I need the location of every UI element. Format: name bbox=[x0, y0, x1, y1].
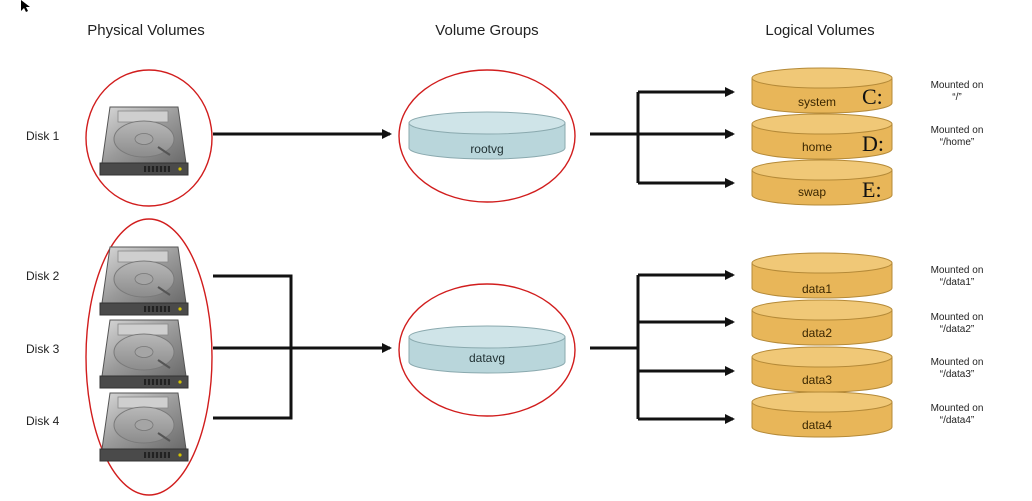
hard-drive-icon bbox=[99, 319, 189, 389]
physical-volume-ring bbox=[85, 218, 213, 496]
logical-volume-data2: data2 bbox=[751, 299, 893, 346]
logical-volume-label: data3 bbox=[802, 373, 832, 387]
mount-note-line2: “/” bbox=[952, 92, 961, 103]
volume-group-label: rootvg bbox=[470, 142, 503, 156]
volume-group-ring bbox=[398, 69, 576, 203]
volume-group-rootvg: rootvg bbox=[408, 111, 566, 160]
mount-note-line1: Mounted on bbox=[931, 403, 984, 414]
mount-note-line2: “/data4” bbox=[940, 415, 974, 426]
mount-note-line2: “/data1” bbox=[940, 277, 974, 288]
disk-label: Disk 3 bbox=[26, 342, 60, 356]
logical-volume-data3: data3 bbox=[751, 346, 893, 393]
logical-volume-home: home D: bbox=[751, 113, 893, 160]
connector-datavg-to-lvs bbox=[590, 275, 640, 419]
connector-disks-to-datavg bbox=[213, 274, 293, 420]
drive-letter: E: bbox=[862, 177, 882, 202]
header-logical-volumes: Logical Volumes bbox=[765, 22, 874, 39]
header-volume-groups: Volume Groups bbox=[435, 22, 538, 39]
mouse-cursor-icon bbox=[21, 0, 30, 12]
logical-volume-label: system bbox=[798, 95, 836, 109]
drive-letter: D: bbox=[862, 131, 884, 156]
logical-volume-label: swap bbox=[798, 185, 826, 199]
connector-rootvg-to-lvs bbox=[590, 92, 640, 183]
logical-volume-label: data4 bbox=[802, 418, 832, 432]
disk-label: Disk 1 bbox=[26, 129, 60, 143]
logical-volume-data4: data4 bbox=[751, 391, 893, 438]
volume-group-ring bbox=[398, 283, 576, 417]
volume-group-datavg: datavg bbox=[408, 325, 566, 374]
mount-note-line1: Mounted on bbox=[931, 125, 984, 136]
logical-volume-label: data1 bbox=[802, 282, 832, 296]
hard-drive-icon bbox=[99, 246, 189, 316]
logical-volume-swap: swap E: bbox=[751, 159, 893, 206]
mount-note-line1: Mounted on bbox=[931, 265, 984, 276]
mount-note-line1: Mounted on bbox=[931, 80, 984, 91]
disk-label: Disk 4 bbox=[26, 414, 60, 428]
header-physical-volumes: Physical Volumes bbox=[87, 22, 205, 39]
volume-group-label: datavg bbox=[469, 351, 505, 365]
hard-drive-icon bbox=[99, 392, 189, 462]
logical-volume-label: data2 bbox=[802, 326, 832, 340]
hard-drive-icon bbox=[99, 106, 189, 176]
mount-note-line1: Mounted on bbox=[931, 312, 984, 323]
mount-note-line2: “/home” bbox=[940, 137, 974, 148]
disk-label: Disk 2 bbox=[26, 269, 60, 283]
mount-note-line2: “/data2” bbox=[940, 324, 974, 335]
drive-letter: C: bbox=[862, 84, 883, 109]
mount-note-line1: Mounted on bbox=[931, 357, 984, 368]
mount-note-line2: “/data3” bbox=[940, 369, 974, 380]
physical-volume-ring bbox=[85, 69, 213, 207]
logical-volume-data1: data1 bbox=[751, 252, 893, 299]
logical-volume-system: system C: bbox=[751, 67, 893, 114]
logical-volume-label: home bbox=[802, 140, 832, 154]
